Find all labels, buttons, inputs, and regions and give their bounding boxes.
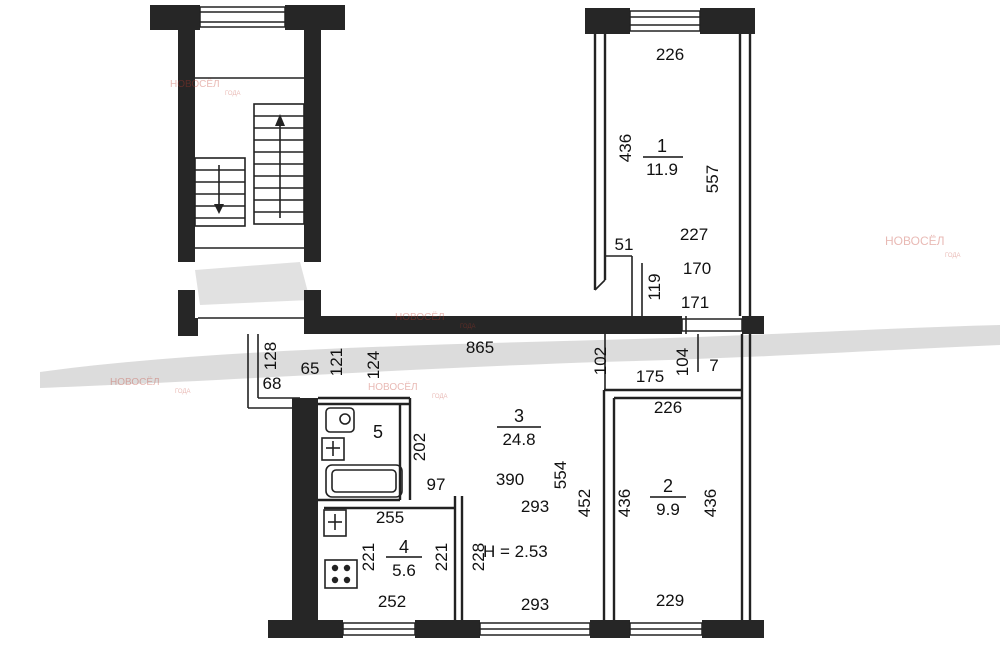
dim-68: 68 [263,374,282,393]
dim-room2-right: 436 [701,489,720,517]
room-2-walls [602,334,752,620]
dim-221-left: 221 [359,543,378,571]
room-2-label: 2 9.9 [650,476,686,519]
dim-170: 170 [683,259,711,278]
room-2-number: 2 [663,476,673,496]
wet-block [292,396,464,620]
dim-228: 228 [469,543,488,571]
dim-221-right: 221 [432,543,451,571]
watermark-brand: НОВОСЁЛ [110,376,160,388]
dim-171: 171 [681,293,709,312]
watermark-lower-left: НОВОСЁЛ ГОДА [110,376,191,395]
room-1-number: 1 [657,136,667,156]
watermark-brand: НОВОСЁЛ [395,311,445,323]
watermark-top-left: НОВОСЁЛ ГОДА [170,78,241,97]
dim-255: 255 [376,508,404,527]
watermark-brand: НОВОСЁЛ [368,381,418,393]
dim-97: 97 [427,475,446,494]
dim-room1-top: 226 [656,45,684,64]
watermark-tag: ГОДА [225,91,241,97]
scan-noise-band [40,262,1000,388]
watermark-middle: НОВОСЁЛ ГОДА [395,311,476,330]
room-3-label: 3 24.8 [497,406,541,449]
dim-175: 175 [636,367,664,386]
dim-202: 202 [410,433,429,461]
room-4-area: 5.6 [392,561,416,580]
dim-65: 65 [301,359,320,378]
corridor-wall [247,316,764,409]
room-1-area: 11.9 [646,160,678,179]
dim-252: 252 [378,592,406,611]
watermark-tag: ГОДА [175,389,191,395]
room-4-number: 4 [399,537,409,557]
room-3-area: 24.8 [502,430,535,449]
dim-119: 119 [645,273,664,300]
watermark-tag: ГОДА [432,394,448,400]
watermark-tag: ГОДА [460,324,476,330]
dim-room1-left: 436 [616,134,635,162]
dimensions: 226 436 557 227 51 170 119 171 865 128 6… [261,45,722,614]
watermark-right: НОВОСЁЛ ГОДА [885,234,961,259]
dim-room1-bottom: 227 [680,225,708,244]
room-1-label: 1 11.9 [643,136,683,179]
bottom-wall [268,620,764,638]
watermark-brand: НОВОСЁЛ [885,234,945,248]
room-2-area: 9.9 [656,500,680,519]
dim-452: 452 [575,489,594,517]
watermark: НОВОСЁЛ ГОДА НОВОСЁЛ ГОДА НОВОСЁЛ ГОДА Н… [110,78,961,400]
ceiling-height: H = 2.53 [483,542,548,561]
dim-293-bottom: 293 [521,595,549,614]
stairwell [150,5,345,336]
dim-room2-top: 226 [654,398,682,417]
dim-124: 124 [364,351,383,379]
room-5-number: 5 [373,422,383,442]
dim-390: 390 [496,470,524,489]
watermark-tag: ГОДА [945,253,961,259]
watermark-lower-mid: НОВОСЁЛ ГОДА [368,381,448,400]
dim-104: 104 [673,348,692,376]
dim-128: 128 [261,342,280,370]
dim-102: 102 [591,347,610,375]
dim-554: 554 [551,461,570,489]
room-3-number: 3 [514,406,524,426]
dim-229: 229 [656,591,684,610]
dim-51: 51 [615,235,634,254]
dim-7: 7 [709,356,718,375]
dim-room2-left: 436 [615,489,634,517]
room-4-label: 4 5.6 [386,537,422,580]
watermark-brand: НОВОСЁЛ [170,78,220,90]
dim-121: 121 [327,348,346,376]
room-1 [585,8,755,334]
dim-293-top: 293 [521,497,549,516]
dim-room1-right: 557 [703,165,722,193]
dim-865: 865 [466,338,494,357]
